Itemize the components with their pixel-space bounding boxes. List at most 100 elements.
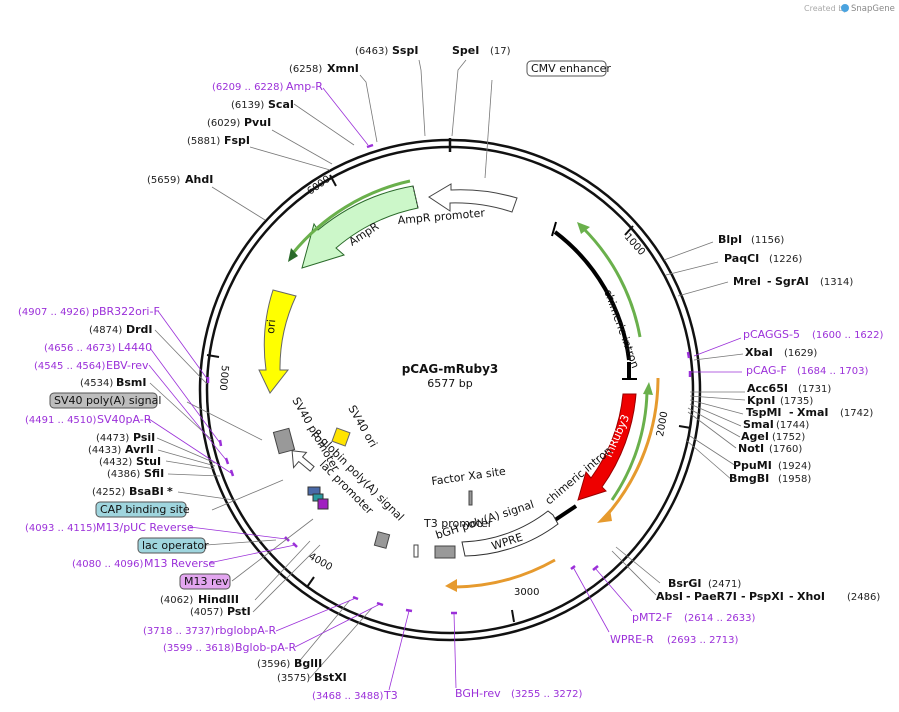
factor-xa-label: Factor Xa site	[431, 465, 507, 488]
beta-globin-block	[373, 531, 391, 549]
primer-pos-m13rev: (4080 .. 4096)	[72, 559, 144, 570]
green-arc-lower-head	[643, 382, 653, 395]
chimeric-intron-label-1: chimeric intron	[601, 288, 642, 370]
primer-pos-ebvrev: (4545 .. 4564)	[34, 361, 106, 372]
scale-ticks	[206, 174, 692, 623]
enzyme-sgrai: SgrAI	[775, 275, 809, 288]
enzyme-pos-ppumi: (1924)	[778, 461, 811, 472]
enzyme-mrei: MreI	[733, 275, 761, 288]
primer-pos-ampr: (6209 .. 6228)	[212, 82, 284, 93]
primer-l4440: L4440	[118, 341, 152, 354]
m13-rev-block	[317, 498, 329, 510]
primer-pos-rbglob: (3718 .. 3737)	[143, 626, 215, 637]
enzyme-psti: PstI	[227, 605, 251, 618]
enzyme-acc65i: Acc65I	[747, 382, 788, 395]
bgh-polya-block	[434, 545, 456, 559]
enzyme-pos-pvui: (6029)	[207, 118, 240, 129]
tick-label-3000: 3000	[514, 587, 539, 598]
primer-pos-pcagf: (1684 .. 1703)	[797, 366, 869, 377]
primer-wprer: WPRE-R	[610, 633, 654, 646]
enzyme-pos-fspi: (5881)	[187, 136, 220, 147]
enzyme-drdi: DrdI	[126, 323, 153, 336]
primer-pos-bglob: (3599 .. 3618)	[163, 643, 235, 654]
enzyme-pos-xhoi: (2486)	[847, 592, 880, 603]
enzyme-pos-mrei: (1314)	[820, 277, 853, 288]
intron-end-cap	[551, 221, 557, 237]
enzyme-pos-xmni: (6258)	[289, 64, 322, 75]
enzyme-paqci: PaqCI	[724, 252, 759, 265]
enzyme-noti: NotI	[738, 442, 764, 455]
sv40-ori-block	[331, 427, 351, 447]
primer-pos-sv40par: (4491 .. 4510)	[25, 415, 97, 426]
enzyme-pos-smai: (1744)	[776, 420, 809, 431]
enzyme-pos-bsrgi: (2471)	[708, 579, 741, 590]
lac-operator-label: lac operator	[142, 539, 209, 552]
sv40-ori-label: SV40 ori	[345, 403, 379, 450]
primer-pos-m13puc: (4093 .. 4115)	[25, 523, 97, 534]
primer-t3: T3	[383, 689, 398, 702]
tick-label-5000: 5000	[217, 365, 230, 391]
enzyme-bsmi: BsmI	[116, 376, 147, 389]
t3-promoter-label: T3 promoter	[423, 517, 493, 530]
enzyme-dash-1: -	[767, 275, 772, 288]
boxed-labels: CMV enhancer SV40 poly(A) signal CAP bin…	[49, 60, 611, 590]
enzyme-pos-drdi: (4874)	[89, 325, 122, 336]
enzyme-pos-sspi: (6463)	[355, 46, 388, 57]
ampr-promoter-arrow	[428, 183, 518, 213]
primer-pos-wprer: (2693 .. 2713)	[667, 635, 739, 646]
primer-pos-bghrev: (3255 .. 3272)	[511, 689, 583, 700]
enzyme-xmni: XmnI	[327, 62, 359, 75]
enzyme-pos-sfii: (4386)	[107, 469, 140, 480]
chimeric-intron-segment-1	[553, 230, 631, 361]
enzyme-absi: AbsI	[656, 590, 683, 603]
enzyme-pos-kpni: (1735)	[780, 396, 813, 407]
enzyme-avrii: AvrII	[125, 443, 154, 456]
brand-label: SnapGene	[851, 4, 895, 14]
enzyme-pos-psii: (4473)	[96, 433, 129, 444]
enzyme-pos-avrii: (4433)	[88, 445, 121, 456]
enzyme-pos-agei: (1752)	[772, 432, 805, 443]
sv40-promoter-arrow	[291, 450, 315, 472]
wpre-arrow	[461, 510, 559, 557]
enzyme-dash-4: -	[741, 590, 746, 603]
primer-pos-pmt2f: (2614 .. 2633)	[684, 613, 756, 624]
enzyme-bsrgi: BsrGI	[668, 577, 701, 590]
ampr-arrow	[301, 185, 419, 269]
enzyme-sspi: SspI	[392, 44, 418, 57]
enzyme-paer7i: PaeR7I	[694, 590, 737, 603]
primer-bglob: Bglob-pA-R	[235, 641, 297, 654]
sv40-polya-box-label: SV40 poly(A) signal	[54, 394, 161, 407]
primer-ampr: Amp-R	[286, 80, 323, 93]
orange-arc-right	[605, 377, 660, 516]
primer-pcaggs5: pCAGGS-5	[743, 328, 800, 341]
plasmid-name: pCAG-mRuby3	[402, 362, 499, 376]
enzyme-pos-hindiii: (4062)	[160, 595, 193, 606]
tick-label-1000: 1000	[622, 232, 647, 258]
enzyme-kpni: KpnI	[747, 394, 775, 407]
enzyme-pos-ahdi: (5659)	[147, 175, 180, 186]
primer-pos-pbr322: (4907 .. 4926)	[18, 307, 90, 318]
factor-xa-block	[468, 490, 473, 506]
enzyme-pos-blpi: (1156)	[751, 235, 784, 246]
enzyme-pos-bstxi: (3575)	[277, 673, 310, 684]
primer-m13rev: M13 Reverse	[144, 557, 215, 570]
enzyme-xbai: XbaI	[745, 346, 773, 359]
enzyme-dash-5: -	[789, 590, 794, 603]
enzyme-pos-bmgbi: (1958)	[778, 474, 811, 485]
primer-pos-t3: (3468 .. 3488)	[312, 691, 384, 702]
primer-rbglob: rbglobpA-R	[215, 624, 276, 637]
enzyme-leaders	[149, 59, 746, 679]
ori-arrow	[258, 289, 297, 394]
primer-pmt2f: pMT2-F	[632, 611, 673, 624]
created-by-label: Created by	[804, 4, 848, 13]
sv40-promoter-block	[272, 427, 296, 455]
primer-pbr322: pBR322ori-F	[92, 305, 160, 318]
orange-arc-bottom-head	[445, 579, 457, 592]
tick-label-2000: 2000	[655, 411, 670, 438]
primer-m13puc: M13/pUC Reverse	[96, 521, 194, 534]
enzyme-smai: SmaI	[743, 418, 774, 431]
enzyme-scai: ScaI	[268, 98, 294, 111]
orange-arc-bottom	[454, 558, 556, 589]
plasmid-length: 6577 bp	[427, 377, 472, 390]
